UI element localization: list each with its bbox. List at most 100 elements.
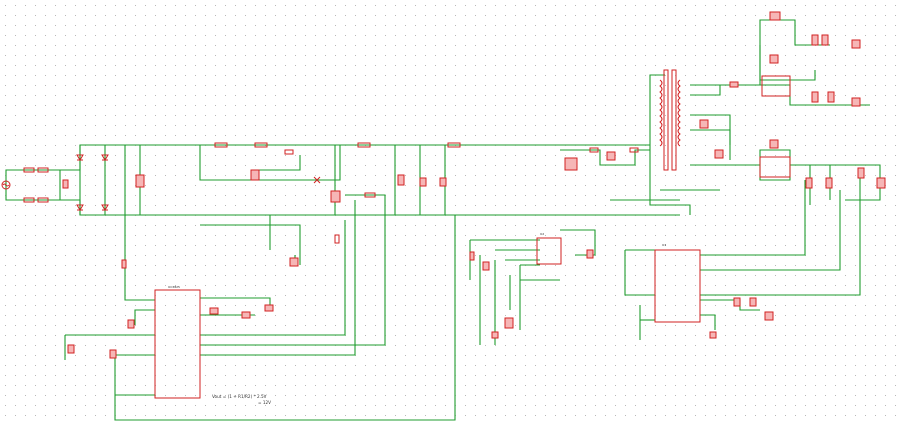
grid-dot <box>595 355 596 356</box>
grid-dot <box>495 135 496 136</box>
grid-dot <box>575 275 576 276</box>
grid-dot <box>665 75 666 76</box>
grid-dot <box>435 305 436 306</box>
grid-dot <box>585 35 586 36</box>
grid-dot <box>305 235 306 236</box>
grid-dot <box>325 25 326 26</box>
grid-dot <box>345 375 346 376</box>
grid-dot <box>665 185 666 186</box>
grid-dot <box>325 185 326 186</box>
grid-dot <box>215 235 216 236</box>
grid-dot <box>595 185 596 186</box>
grid-dot <box>695 385 696 386</box>
grid-dot <box>165 75 166 76</box>
grid-dot <box>265 85 266 86</box>
grid-dot <box>605 105 606 106</box>
grid-dot <box>495 65 496 66</box>
grid-dot <box>845 15 846 16</box>
grid-dot <box>115 35 116 36</box>
grid-dot <box>765 325 766 326</box>
grid-dot <box>565 355 566 356</box>
grid-dot <box>885 165 886 166</box>
grid-dot <box>5 255 6 256</box>
grid-dot <box>415 85 416 86</box>
grid-dot <box>55 85 56 86</box>
grid-dot <box>475 255 476 256</box>
grid-dot <box>85 75 86 76</box>
grid-dot <box>205 5 206 6</box>
grid-dot <box>145 185 146 186</box>
grid-dot <box>55 365 56 366</box>
grid-dot <box>485 195 486 196</box>
grid-dot <box>425 85 426 86</box>
grid-dot <box>855 25 856 26</box>
grid-dot <box>365 35 366 36</box>
grid-dot <box>285 385 286 386</box>
grid-dot <box>605 255 606 256</box>
grid-dot <box>225 85 226 86</box>
grid-dot <box>455 105 456 106</box>
grid-dot <box>125 385 126 386</box>
grid-dot <box>5 115 6 116</box>
grid-dot <box>5 75 6 76</box>
grid-dot <box>505 175 506 176</box>
grid-dot <box>45 355 46 356</box>
grid-dot <box>495 365 496 366</box>
grid-dot <box>65 105 66 106</box>
grid-dot <box>845 5 846 6</box>
grid-dot <box>805 85 806 86</box>
grid-dot <box>385 65 386 66</box>
grid-dot <box>175 385 176 386</box>
grid-dot <box>345 395 346 396</box>
ref-cap <box>586 249 594 259</box>
grid-dot <box>25 185 26 186</box>
grid-dot <box>195 75 196 76</box>
grid-dot <box>295 45 296 46</box>
grid-dot <box>605 185 606 186</box>
grid-dot <box>545 175 546 176</box>
grid-dot <box>215 365 216 366</box>
grid-dot <box>865 335 866 336</box>
grid-dot <box>725 175 726 176</box>
grid-dot <box>545 225 546 226</box>
grid-dot <box>795 305 796 306</box>
grid-dot <box>165 295 166 296</box>
grid-dot <box>175 395 176 396</box>
grid-dot <box>445 15 446 16</box>
grid-dot <box>855 385 856 386</box>
grid-dot <box>835 235 836 236</box>
grid-dot <box>195 235 196 236</box>
grid-dot <box>45 385 46 386</box>
transformer-primary-winding <box>659 79 663 147</box>
grid-dot <box>185 165 186 166</box>
grid-dot <box>665 5 666 6</box>
grid-dot <box>725 65 726 66</box>
grid-dot <box>195 325 196 326</box>
grid-dot <box>595 205 596 206</box>
component-labels: UC3825 U2 U3 <box>168 232 666 289</box>
grid-dot <box>305 275 306 276</box>
grid-dot <box>425 325 426 326</box>
grid-dot <box>435 225 436 226</box>
clamp-cap <box>419 177 427 187</box>
grid-dot <box>245 285 246 286</box>
grid-dot <box>135 95 136 96</box>
grid-dot <box>25 145 26 146</box>
grid-dot <box>685 265 686 266</box>
grid-dot <box>315 265 316 266</box>
grid-dot <box>65 215 66 216</box>
grid-dot <box>485 115 486 116</box>
grid-dot <box>825 335 826 336</box>
wire-pwm-gate <box>200 224 301 265</box>
grid-dot <box>125 365 126 366</box>
grid-dot <box>15 215 16 216</box>
grid-dot <box>455 45 456 46</box>
grid-dot <box>55 385 56 386</box>
grid-dot <box>545 235 546 236</box>
grid-dot <box>765 165 766 166</box>
grid-dot <box>455 35 456 36</box>
grid-dot <box>855 395 856 396</box>
grid-dot <box>65 255 66 256</box>
grid-dot <box>605 125 606 126</box>
grid-dot <box>635 5 636 6</box>
